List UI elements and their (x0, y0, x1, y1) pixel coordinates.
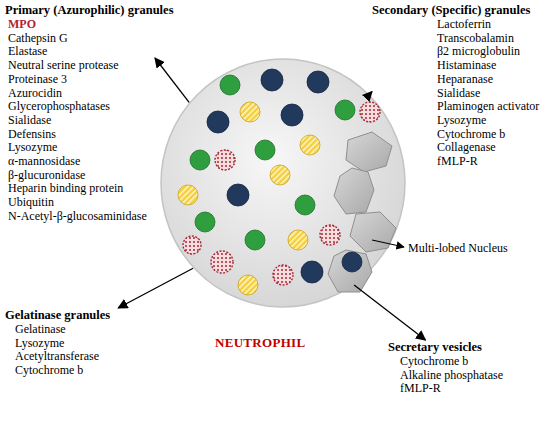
box-heading: Secondary (Specific) granules (372, 3, 550, 18)
granule-content: β2 microglobulin (372, 45, 550, 59)
box-heading: Gelatinase granules (5, 308, 140, 323)
granule-content: Plaminogen activator (372, 100, 550, 114)
granule-content: Sialidase (372, 87, 550, 101)
granule-content: MPO (5, 18, 155, 32)
cell-membrane (161, 59, 405, 307)
granule-content: Transcobalamin (372, 32, 550, 46)
granule-content: β-glucuronidase (5, 169, 155, 183)
granule-content: Sialidase (5, 114, 155, 128)
granule-list-box: Primary (Azurophilic) granulesMPOCatheps… (5, 3, 155, 228)
vesicle-list-box: Secretary vesiclesCytochrome bAlkaline p… (388, 340, 548, 410)
granule-content: fMLP-R (388, 382, 548, 396)
granule-content: Alkaline phosphatase (388, 369, 548, 383)
granule-list-box: Gelatinase granulesGelatinaseLysozymeAce… (5, 308, 140, 388)
granule-content: Defensins (5, 128, 155, 142)
granule-content: Cytochrome b (5, 364, 140, 378)
granule-content: Lactoferrin (372, 18, 550, 32)
cell-outline (160, 58, 406, 308)
granule-content: α-mannosidase (5, 155, 155, 169)
granule-content: N-Acetyl-β-glucosaminidase (5, 210, 155, 224)
granule-content: Lysozyme (372, 114, 550, 128)
connector-arrow (155, 58, 189, 102)
granule-content: Cathepsin G (5, 32, 155, 46)
granule-content: Acetyltransferase (5, 350, 140, 364)
cell-name: NEUTROPHIL (215, 335, 305, 351)
granule-content: Ubiquitin (5, 196, 155, 210)
box-heading: Secretary vesicles (388, 340, 548, 355)
granule-content: Heparanase (372, 73, 550, 87)
granule-content: Lysozyme (5, 141, 155, 155)
granule-content: Cytochrome b (372, 128, 550, 142)
connector-arrow (118, 268, 193, 308)
granule-content: Glycerophosphatases (5, 100, 155, 114)
granule-content: Lysozyme (5, 337, 140, 351)
granule-content: Elastase (5, 45, 155, 59)
granule-content: Histaminase (372, 59, 550, 73)
connector-arrow (354, 285, 425, 340)
granule-content: Cytochrome b (388, 355, 548, 369)
granule-content: Azurocidin (5, 87, 155, 101)
granule-content: Neutral serine protease (5, 59, 155, 73)
granule-content: Heparin binding protein (5, 182, 155, 196)
granule-content: Proteinase 3 (5, 73, 155, 87)
part-label: Multi-lobed Nucleus (408, 241, 508, 256)
neutrophil-cell: NEUTROPHIL (160, 58, 406, 308)
granule-content: Gelatinase (5, 323, 140, 337)
box-heading: Primary (Azurophilic) granules (5, 3, 155, 18)
connector-arrow (370, 92, 372, 95)
